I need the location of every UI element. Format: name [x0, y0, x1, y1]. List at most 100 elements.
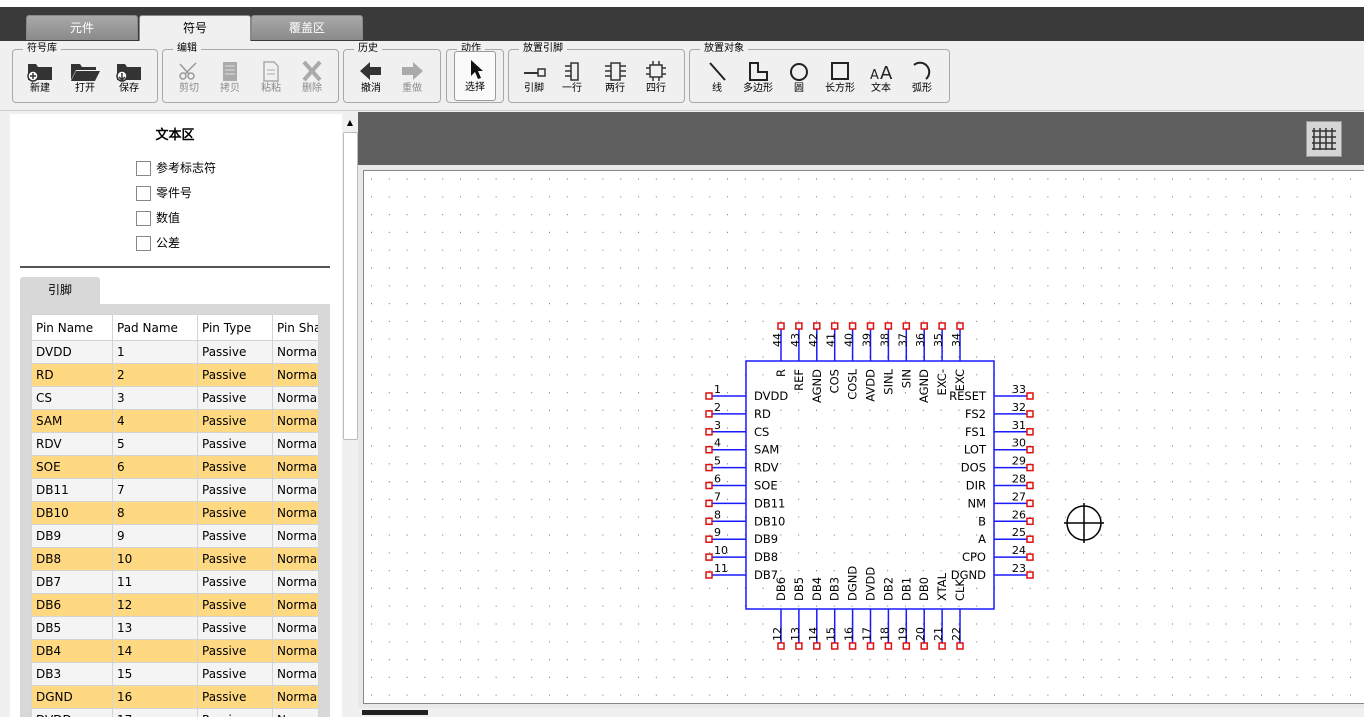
table-cell[interactable]: 17 — [112, 708, 198, 717]
open-button[interactable]: 打开 — [65, 60, 105, 100]
column-header[interactable]: Pin Sha — [272, 314, 319, 341]
table-cell[interactable]: Normal — [272, 685, 319, 709]
table-cell[interactable]: Normal — [272, 708, 319, 717]
column-header[interactable]: Pin Name — [31, 314, 113, 341]
select-button[interactable]: 选择 — [454, 51, 496, 101]
one-row-button[interactable]: 一行 — [552, 60, 592, 100]
column-header[interactable]: Pad Name — [112, 314, 198, 341]
table-cell[interactable]: Normal — [272, 616, 319, 640]
rectangle-button[interactable]: 长方形 — [820, 60, 860, 100]
table-cell[interactable]: 13 — [112, 616, 198, 640]
table-cell[interactable]: 3 — [112, 386, 198, 410]
table-cell[interactable]: 8 — [112, 501, 198, 525]
table-cell[interactable]: DB5 — [31, 616, 113, 640]
paste-button[interactable]: 粘粘 — [251, 60, 291, 100]
table-cell[interactable]: Passive — [197, 340, 273, 364]
table-cell[interactable]: Normal — [272, 432, 319, 456]
table-cell[interactable]: Normal — [272, 455, 319, 479]
table-cell[interactable]: 9 — [112, 524, 198, 548]
four-rows-button[interactable]: 四行 — [636, 60, 676, 100]
table-cell[interactable]: DB6 — [31, 593, 113, 617]
table-cell[interactable]: Normal — [272, 570, 319, 594]
copy-button[interactable]: 拷贝 — [210, 60, 250, 100]
table-cell[interactable]: Passive — [197, 662, 273, 686]
grid-toggle-button[interactable] — [1306, 121, 1342, 157]
table-cell[interactable]: 1 — [112, 340, 198, 364]
checkbox-box[interactable] — [136, 186, 151, 201]
scrollbar-thumb[interactable] — [362, 710, 428, 715]
table-cell[interactable]: Passive — [197, 363, 273, 387]
tab-footprint[interactable]: 覆盖区 — [251, 15, 363, 40]
table-cell[interactable]: 7 — [112, 478, 198, 502]
table-cell[interactable]: Passive — [197, 455, 273, 479]
table-cell[interactable]: DB11 — [31, 478, 113, 502]
table-cell[interactable]: Passive — [197, 685, 273, 709]
redo-button[interactable]: 重做 — [392, 60, 432, 100]
table-cell[interactable]: 16 — [112, 685, 198, 709]
table-cell[interactable]: Passive — [197, 547, 273, 571]
table-cell[interactable]: Normal — [272, 478, 319, 502]
table-cell[interactable]: 14 — [112, 639, 198, 663]
checkbox-box[interactable] — [136, 236, 151, 251]
table-cell[interactable]: RDV — [31, 432, 113, 456]
table-cell[interactable]: DGND — [31, 685, 113, 709]
line-button[interactable]: 线 — [697, 60, 737, 100]
table-cell[interactable]: DB4 — [31, 639, 113, 663]
undo-button[interactable]: 撤消 — [351, 60, 391, 100]
canvas-horizontal-scrollbar[interactable] — [358, 708, 1364, 717]
table-cell[interactable]: 12 — [112, 593, 198, 617]
checkbox-box[interactable] — [136, 211, 151, 226]
table-cell[interactable]: DB3 — [31, 662, 113, 686]
table-cell[interactable]: RD — [31, 363, 113, 387]
table-row[interactable]: DVDD17PassiveNormal — [31, 708, 319, 717]
tab-component[interactable]: 元件 — [26, 15, 138, 40]
column-header[interactable]: Pin Type — [197, 314, 273, 341]
table-cell[interactable]: Normal — [272, 386, 319, 410]
pin-button[interactable]: 引脚 — [514, 60, 554, 100]
table-cell[interactable]: DB7 — [31, 570, 113, 594]
new-button[interactable]: 新建 — [20, 60, 60, 100]
table-cell[interactable]: 11 — [112, 570, 198, 594]
scrollbar-thumb[interactable] — [343, 132, 358, 440]
table-cell[interactable]: Passive — [197, 524, 273, 548]
arc-button[interactable]: 弧形 — [902, 60, 942, 100]
table-cell[interactable]: DVDD — [31, 340, 113, 364]
save-button[interactable]: 保存 — [109, 60, 149, 100]
table-cell[interactable]: Passive — [197, 409, 273, 433]
table-cell[interactable]: Passive — [197, 593, 273, 617]
checkbox-box[interactable] — [136, 161, 151, 176]
table-cell[interactable]: Passive — [197, 501, 273, 525]
delete-button[interactable]: 删除 — [292, 60, 332, 100]
table-cell[interactable]: Normal — [272, 662, 319, 686]
table-cell[interactable]: Normal — [272, 340, 319, 364]
table-cell[interactable]: Normal — [272, 593, 319, 617]
table-cell[interactable]: 6 — [112, 455, 198, 479]
table-cell[interactable]: Normal — [272, 547, 319, 571]
table-cell[interactable]: 4 — [112, 409, 198, 433]
table-cell[interactable]: SAM — [31, 409, 113, 433]
scroll-up-arrow-icon[interactable]: ▲ — [346, 118, 354, 127]
table-cell[interactable]: 5 — [112, 432, 198, 456]
table-cell[interactable]: Normal — [272, 524, 319, 548]
table-cell[interactable]: Passive — [197, 478, 273, 502]
table-cell[interactable]: Passive — [197, 432, 273, 456]
table-cell[interactable]: Passive — [197, 708, 273, 717]
table-cell[interactable]: Normal — [272, 363, 319, 387]
table-cell[interactable]: DB8 — [31, 547, 113, 571]
table-cell[interactable]: Passive — [197, 639, 273, 663]
table-cell[interactable]: DVDD — [31, 708, 113, 717]
left-panel-scrollbar[interactable]: ▲ — [342, 114, 358, 717]
